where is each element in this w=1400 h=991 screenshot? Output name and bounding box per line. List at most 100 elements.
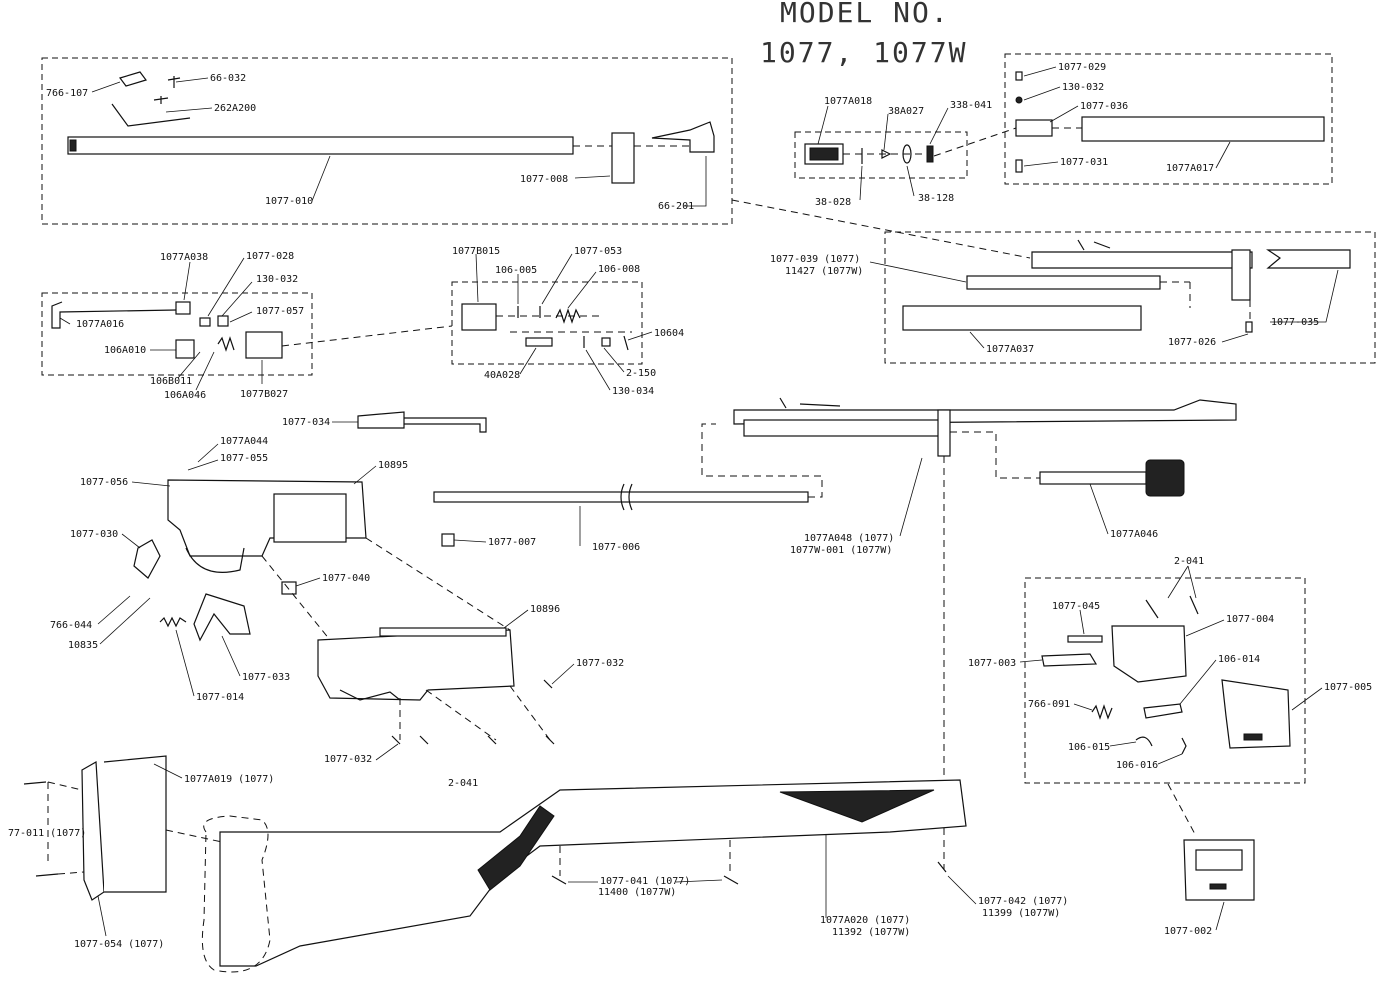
label-2-041-right: 2-041 (1174, 556, 1204, 567)
reservoir-tube-shape (1039, 471, 1147, 485)
leader-line (311, 155, 331, 202)
leader-line (1187, 565, 1197, 599)
leader-line (859, 165, 863, 201)
magazine-slide-shape (1067, 635, 1103, 643)
receiver-cover-shape (317, 629, 515, 701)
main-barrel-sight-shape (779, 397, 841, 409)
receiver-cover-group: 10896 1077-032 1077-032 2-041 (261, 537, 624, 789)
leader-line (353, 465, 377, 485)
dashline (365, 537, 511, 631)
label-1077-010: 1077-010 (265, 196, 313, 207)
magazine-group: 2-041 1077-045 1077-004 1077-003 106-014… (968, 556, 1372, 784)
leader-line (221, 635, 241, 677)
butt-plate-group: 1077A019 (1077) 77-011 (1077) 1077-054 (… (8, 755, 274, 950)
label-1077-057: 1077-057 (256, 306, 304, 317)
label-1077A018: 1077A018 (824, 96, 872, 107)
magazine-assembled-window (1195, 849, 1243, 871)
leader-line (453, 539, 487, 543)
front-sight-shape (651, 121, 715, 153)
dashline (933, 127, 1017, 157)
label-1077-032-right: 1077-032 (576, 658, 624, 669)
leader-line (187, 459, 219, 471)
hammer-shape (133, 539, 161, 579)
leader-line (574, 175, 611, 179)
dashline (281, 325, 453, 347)
label-262A200: 262A200 (214, 103, 256, 114)
leader-line (1023, 66, 1057, 77)
receiver-group: 1077-034 1077A044 1077-055 1077-056 1089… (50, 411, 536, 703)
model-title-line2: 1077, 1077W (760, 36, 967, 69)
label-1077A020: 1077A020 (1077) (820, 915, 910, 926)
label-106-015: 106-015 (1068, 742, 1110, 753)
leader-line (1291, 687, 1323, 711)
leader-line (131, 481, 171, 487)
receiver-magazine-well-shape (273, 493, 347, 543)
label-1077-041: 1077-041 (1077) (600, 876, 690, 887)
label-10604: 10604 (654, 328, 684, 339)
rear-rail-shape (1081, 116, 1325, 142)
reservoir-cap-shape (1145, 459, 1185, 497)
label-1077-055: 1077-055 (220, 453, 268, 464)
label-1077-030: 1077-030 (70, 529, 118, 540)
label-1077-034: 1077-034 (282, 417, 330, 428)
leader-line (153, 763, 183, 779)
leader-line (1179, 659, 1217, 705)
leader-line (175, 629, 195, 697)
rear-sight-spring-shape (111, 103, 191, 127)
magazine-assembled-slot (1209, 883, 1227, 890)
magazine-spring-shape (1091, 704, 1113, 720)
assembly-front-shape (1266, 249, 1351, 269)
label-1077-031: 1077-031 (1060, 157, 1108, 168)
label-1077-007: 1077-007 (488, 537, 536, 548)
bolt-handle-block-shape (357, 411, 405, 429)
barrel-assembly-box (884, 231, 1376, 364)
leader-line (97, 595, 131, 625)
barrel-group-box (41, 57, 733, 225)
main-barrel-group: 1077A048 (1077) 1077W-001 (1077W) 1077A0… (733, 397, 1237, 870)
leader-line (183, 261, 191, 301)
leader-line (1109, 741, 1137, 747)
label-38-128: 38-128 (918, 193, 954, 204)
label-1077A019: 1077A019 (1077) (184, 774, 274, 785)
rear-sight-screws-shape (153, 76, 181, 104)
bolt-ring-shape (217, 315, 229, 327)
leader-line (567, 271, 597, 309)
leader-line (541, 253, 573, 305)
leader-line (899, 457, 923, 537)
sight-cap-shape (926, 145, 934, 163)
valve-screw-shape (623, 335, 629, 351)
rear-pin-shape (1015, 71, 1023, 81)
magazine-cover-slot (1243, 733, 1263, 741)
label-1077-032-bottom: 1077-032 (324, 754, 372, 765)
receiver-pin-shape (441, 533, 455, 547)
label-1077-039: 1077-039 (1077) (770, 254, 860, 265)
label-10835: 10835 (68, 640, 98, 651)
label-106A046: 106A046 (164, 390, 206, 401)
barrel-tube-shape (67, 136, 574, 155)
charging-handle-shape (51, 301, 177, 329)
label-40A028: 40A028 (484, 370, 520, 381)
label-1077-008: 1077-008 (520, 174, 568, 185)
valve-seal-shape (601, 337, 611, 347)
leader-line (1073, 703, 1093, 711)
sight-module-group: 1077A018 38A027 338-041 38-028 38-128 (794, 96, 992, 208)
dashline (165, 829, 223, 843)
barrel-muzzle-shape (69, 139, 77, 152)
leader-line (165, 107, 213, 113)
model-title-line1: MODEL NO. (780, 0, 950, 29)
label-1077-040: 1077-040 (322, 573, 370, 584)
butt-screws-shape (23, 781, 59, 877)
stock-forend-texture (779, 789, 935, 823)
magazine-body-shape (1111, 625, 1187, 683)
assembly-tube-shape (902, 305, 1142, 331)
leader-line (229, 311, 253, 323)
label-1077W-001: 1077W-001 (1077W) (790, 545, 892, 556)
rear-sight-base-group: 1077-029 130-032 1077-036 1077-031 1077A… (933, 53, 1333, 185)
dashline (731, 199, 1031, 259)
bolt-knob-shape (175, 339, 195, 359)
label-1077A037: 1077A037 (986, 344, 1034, 355)
rear-plug-shape (1015, 159, 1023, 173)
leader-line (869, 261, 967, 283)
dashline (509, 685, 551, 741)
